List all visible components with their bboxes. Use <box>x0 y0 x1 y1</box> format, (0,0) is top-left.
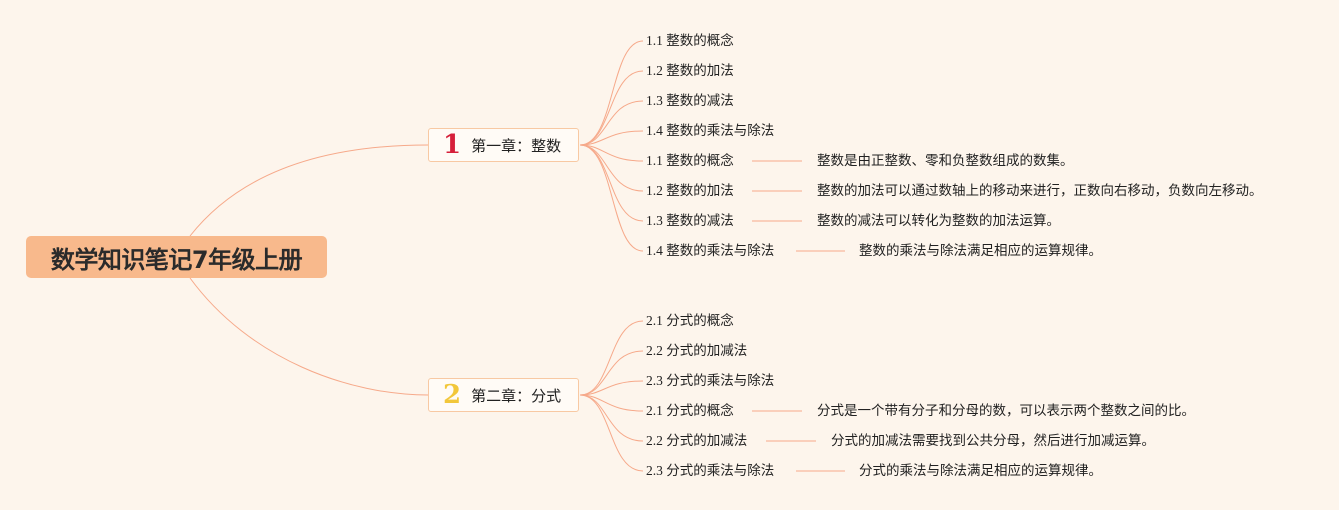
topic-1-3[interactable]: 1.3 整数的减法 <box>646 93 734 108</box>
detail-text-1-4[interactable]: 整数的乘法与除法满足相应的运算规律。 <box>859 243 1102 258</box>
detail-topic-1-4[interactable]: 1.4 整数的乘法与除法 <box>646 243 775 258</box>
topic-2-3[interactable]: 2.3 分式的乘法与除法 <box>646 373 775 388</box>
root-title: 数学知识笔记7年级上册 <box>50 245 303 274</box>
chapter-2-node[interactable]: 2 第二章：分式 <box>428 378 579 412</box>
detail-text-2-3[interactable]: 分式的乘法与除法满足相应的运算规律。 <box>859 463 1102 478</box>
detail-text-2-1[interactable]: 分式是一个带有分子和分母的数，可以表示两个整数之间的比。 <box>817 403 1195 418</box>
detail-topic-1-1[interactable]: 1.1 整数的概念 <box>646 153 734 168</box>
topic-1-2[interactable]: 1.2 整数的加法 <box>646 63 734 78</box>
chapter-2-number-icon: 2 <box>443 380 462 410</box>
topic-2-1[interactable]: 2.1 分式的概念 <box>646 313 734 328</box>
detail-topic-1-2[interactable]: 1.2 整数的加法 <box>646 183 734 198</box>
root-topic[interactable]: 数学知识笔记7年级上册 <box>26 236 327 278</box>
detail-text-1-3[interactable]: 整数的减法可以转化为整数的加法运算。 <box>817 213 1060 228</box>
detail-topic-2-3[interactable]: 2.3 分式的乘法与除法 <box>646 463 775 478</box>
detail-text-1-1[interactable]: 整数是由正整数、零和负整数组成的数集。 <box>817 153 1074 168</box>
link-root-chapter1 <box>189 144 429 237</box>
detail-text-1-2[interactable]: 整数的加法可以通过数轴上的移动来进行，正数向右移动，负数向左移动。 <box>817 183 1263 198</box>
topic-1-4[interactable]: 1.4 整数的乘法与除法 <box>646 123 775 138</box>
detail-topic-1-3[interactable]: 1.3 整数的减法 <box>646 213 734 228</box>
chapter-1-title: 第一章：整数 <box>471 136 562 155</box>
topic-2-2[interactable]: 2.2 分式的加减法 <box>646 343 748 358</box>
chapter-1-node[interactable]: 1 第一章：整数 <box>428 128 579 162</box>
detail-topic-2-1[interactable]: 2.1 分式的概念 <box>646 403 734 418</box>
chapter-2-title: 第二章：分式 <box>471 386 562 405</box>
detail-topic-2-2[interactable]: 2.2 分式的加减法 <box>646 433 748 448</box>
detail-text-2-2[interactable]: 分式的加减法需要找到公共分母，然后进行加减运算。 <box>831 433 1155 448</box>
chapter-1-number-icon: 1 <box>443 130 462 160</box>
link-root-chapter2 <box>189 277 429 396</box>
topic-1-1[interactable]: 1.1 整数的概念 <box>646 33 734 48</box>
